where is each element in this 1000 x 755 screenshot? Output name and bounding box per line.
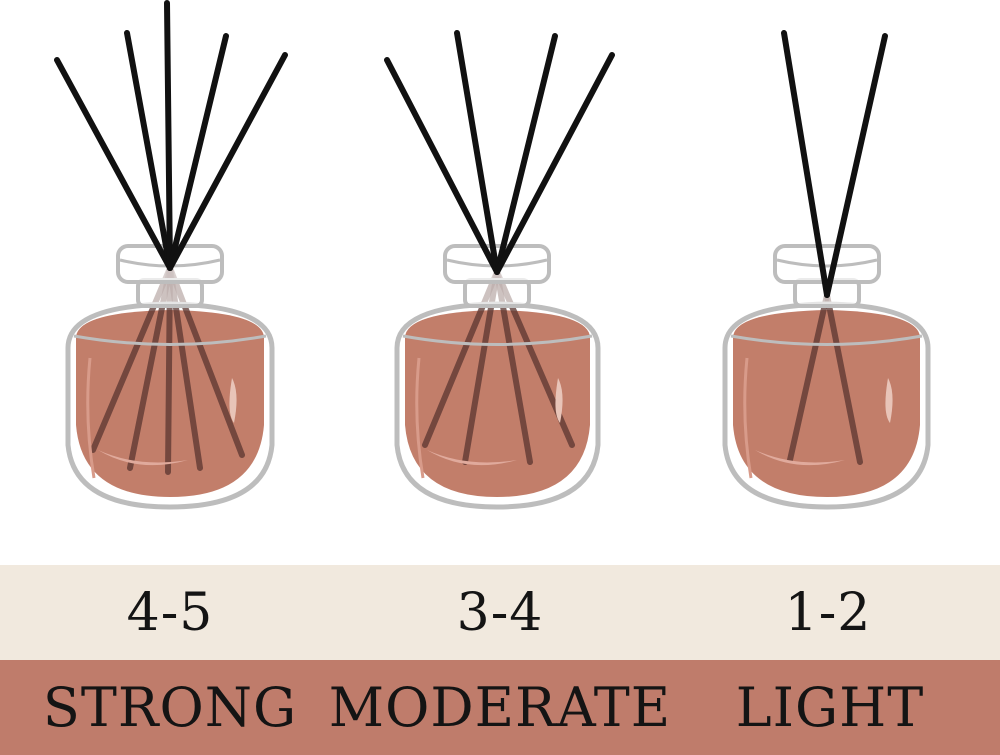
glass-highlight (415, 357, 425, 479)
diffuser-illustration (54, 0, 931, 510)
reed-count-text: 4-5 (126, 582, 214, 643)
glass-highlight (86, 357, 96, 479)
strength-label-text: STRONG (42, 676, 298, 739)
glass-highlight (229, 378, 237, 423)
reed-count-strong: 4-5 (70, 565, 270, 660)
reed-stick (167, 52, 288, 271)
diffuser-bottle (722, 30, 931, 510)
diffuser-liquid (733, 310, 920, 497)
glass-rim (402, 334, 593, 346)
diffuser-liquid (405, 310, 590, 497)
glass-highlight (743, 357, 753, 479)
reed-count-text: 1-2 (784, 582, 872, 643)
diffuser-bottle (384, 30, 615, 510)
strength-label-band: STRONG MODERATE LIGHT (0, 660, 1000, 755)
glass-rim (73, 334, 267, 346)
glass-body (65, 301, 275, 510)
glass-highlight (755, 450, 845, 466)
strength-label-strong: STRONG (30, 660, 310, 755)
strength-label-text: LIGHT (735, 676, 925, 739)
glass-highlight (885, 378, 893, 423)
submerged-reed (824, 292, 863, 465)
glass-highlight (555, 378, 563, 423)
reed-stick (454, 30, 500, 275)
reed-count-text: 3-4 (456, 582, 544, 643)
reed-count-moderate: 3-4 (400, 565, 600, 660)
diffuser-bottle (54, 0, 288, 510)
reed-stick (824, 33, 888, 298)
glass-highlight (427, 450, 517, 466)
strength-label-text: MODERATE (328, 676, 672, 739)
glass-highlight (98, 450, 188, 466)
reed-count-band: 4-5 3-4 1-2 (0, 565, 1000, 660)
strength-label-moderate: MODERATE (320, 660, 680, 755)
strength-label-light: LIGHT (690, 660, 970, 755)
reed-stick (164, 0, 173, 271)
reed-stick (384, 57, 500, 275)
reed-stick (124, 30, 173, 271)
reed-count-light: 1-2 (728, 565, 928, 660)
reed-stick (494, 33, 558, 275)
glass-body (394, 301, 601, 510)
glass-rim (730, 334, 923, 346)
reed-stick (494, 52, 615, 275)
reed-stick (167, 33, 229, 271)
cap-rim (776, 258, 878, 268)
reed-stick (54, 57, 173, 271)
submerged-reed (787, 292, 830, 463)
reed-stick (781, 30, 830, 298)
glass-body (722, 301, 931, 510)
